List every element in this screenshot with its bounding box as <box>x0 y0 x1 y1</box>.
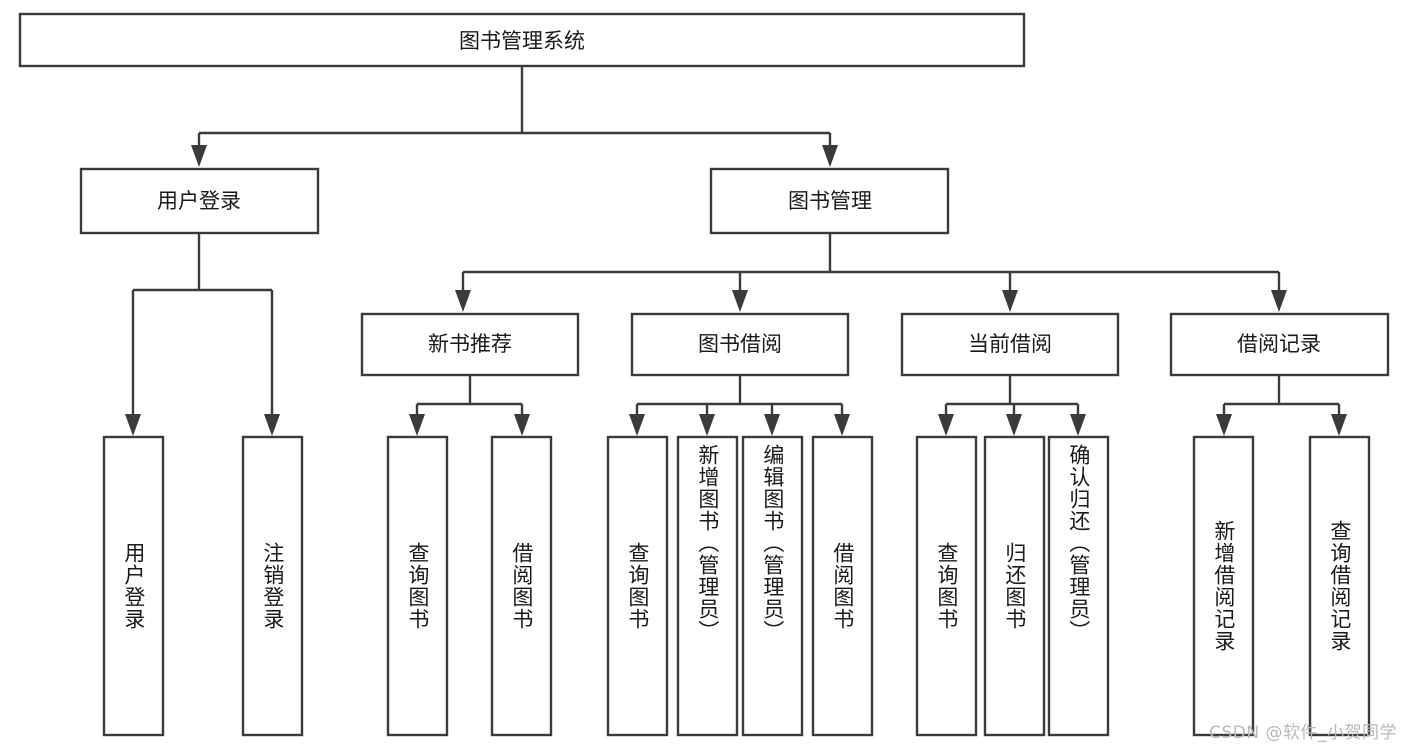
arrow-head-leaf-query-book-3 <box>938 414 954 436</box>
arrow-head-leaf-borrow-book-1 <box>514 414 530 436</box>
label-borrow-record: 借阅记录 <box>1237 332 1321 356</box>
node-box-leaf-borrow-book-2[interactable] <box>811 435 874 737</box>
connector-group-borrow-record <box>1216 375 1347 436</box>
connector-group-root <box>191 66 838 167</box>
arrow-head-book-management <box>822 145 838 167</box>
label-root: 图书管理系统 <box>459 29 585 53</box>
node-box-current-borrow[interactable] <box>900 312 1120 377</box>
node-box-leaf-borrow-book-1[interactable] <box>490 435 553 737</box>
node-boxes <box>18 12 1390 737</box>
node-labels-horizontal: 图书管理系统 用户登录 图书管理 新书推荐 图书借阅 当前借阅 借阅记录 <box>157 29 1321 356</box>
label-new-book-recommend: 新书推荐 <box>428 332 512 356</box>
node-box-leaf-add-book[interactable] <box>676 435 739 737</box>
node-box-book-borrow[interactable] <box>630 312 850 377</box>
node-box-user-login[interactable] <box>79 167 320 235</box>
arrow-head-leaf-borrow-book-2 <box>834 414 850 436</box>
arrow-head-current-borrow <box>1002 290 1018 312</box>
node-box-borrow-record[interactable] <box>1169 312 1390 377</box>
arrow-head-leaf-return-book <box>1006 414 1022 436</box>
arrow-head-leaf-query-record <box>1331 414 1347 436</box>
connector-group-current-borrow <box>938 375 1086 436</box>
arrow-head-borrow-record <box>1271 290 1287 312</box>
node-box-leaf-query-record[interactable] <box>1308 435 1371 737</box>
connector-group-user-login <box>125 232 280 436</box>
label-user-login: 用户登录 <box>157 189 241 213</box>
label-book-borrow: 图书借阅 <box>698 332 782 356</box>
connector-group-book-management <box>455 232 1287 312</box>
node-box-leaf-edit-book[interactable] <box>741 435 804 737</box>
arrow-head-leaf-query-book-2 <box>629 414 645 436</box>
connector-group-book-borrow <box>629 375 850 436</box>
arrow-head-leaf-add-book <box>699 414 715 436</box>
connector-group-new-book-recommend <box>409 375 530 436</box>
node-box-leaf-query-book-1[interactable] <box>386 435 449 737</box>
node-box-leaf-add-record[interactable] <box>1192 435 1255 737</box>
node-box-leaf-user-logout[interactable] <box>241 435 304 737</box>
arrow-head-new-book-recommend <box>455 290 471 312</box>
node-box-leaf-query-book-3[interactable] <box>915 435 978 737</box>
label-current-borrow: 当前借阅 <box>968 332 1052 356</box>
node-box-leaf-confirm-return[interactable] <box>1047 435 1110 737</box>
arrow-head-leaf-add-record <box>1216 414 1232 436</box>
node-box-leaf-query-book-2[interactable] <box>606 435 669 737</box>
node-box-book-management[interactable] <box>709 167 950 235</box>
label-book-management: 图书管理 <box>788 189 872 213</box>
arrow-head-leaf-user-login <box>125 414 141 436</box>
arrow-head-leaf-query-book-1 <box>409 414 425 436</box>
node-box-root[interactable] <box>18 12 1026 68</box>
node-box-leaf-return-book[interactable] <box>983 435 1046 737</box>
arrow-head-leaf-confirm-return <box>1070 414 1086 436</box>
arrow-head-leaf-user-logout <box>264 414 280 436</box>
node-box-new-book-recommend[interactable] <box>360 312 580 377</box>
arrow-head-user-login <box>191 145 207 167</box>
watermark-text: CSDN @软件_小贺同学 <box>1209 723 1397 743</box>
arrow-head-leaf-edit-book <box>764 414 780 436</box>
arrow-head-book-borrow <box>732 290 748 312</box>
node-box-leaf-user-login[interactable] <box>102 435 165 737</box>
